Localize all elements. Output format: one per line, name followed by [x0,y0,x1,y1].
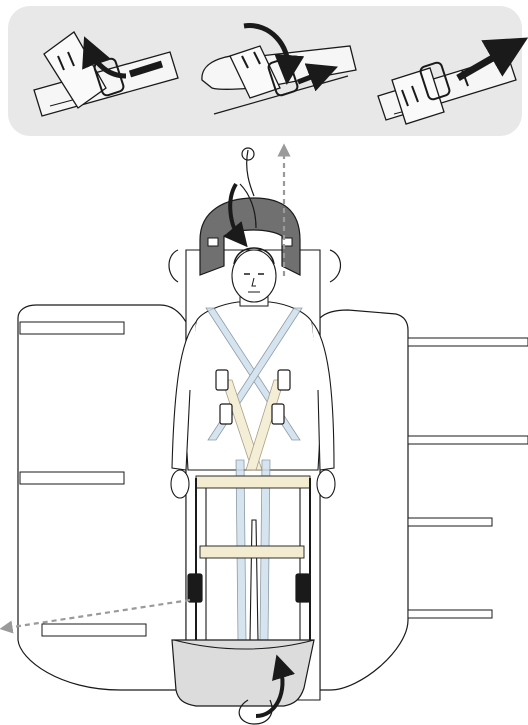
strap-instruction-panel [8,6,522,136]
foot-cup [172,640,314,724]
